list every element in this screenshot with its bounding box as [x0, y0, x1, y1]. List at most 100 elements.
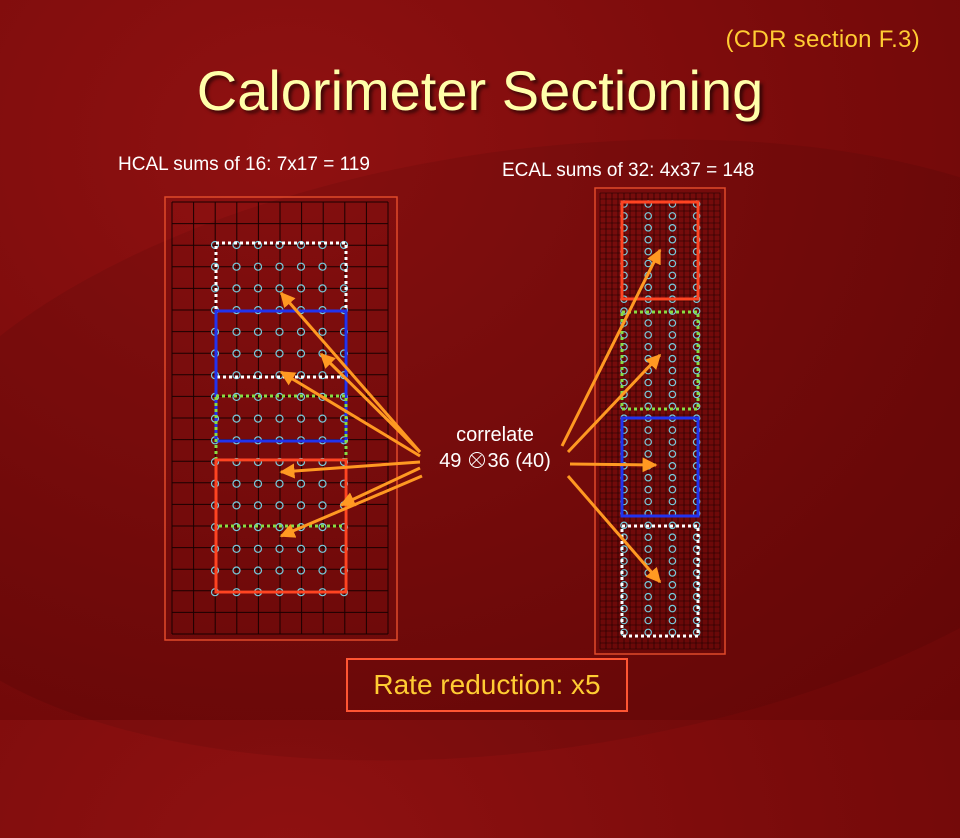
- tower-dot: [668, 378, 677, 387]
- correlation-arrows: [279, 248, 662, 584]
- tower-dot: [668, 247, 677, 256]
- tower-dot: [692, 366, 701, 375]
- tower-dot: [318, 327, 327, 336]
- tower-dot: [620, 366, 628, 375]
- tower-dot: [644, 235, 653, 244]
- tower-dot: [620, 331, 628, 339]
- tower-dot: [644, 450, 653, 458]
- arrow-ecal-1: [560, 248, 662, 447]
- tower-dot: [644, 283, 653, 292]
- calorimeter-diagram: [164, 187, 726, 655]
- tower-dot: [296, 414, 306, 423]
- tower-dot: [668, 569, 677, 577]
- otimes-icon: [469, 452, 486, 468]
- tower-dot: [644, 212, 653, 220]
- tower-dot: [692, 354, 701, 363]
- tower-dot: [644, 224, 653, 232]
- tower-dot: [668, 497, 677, 506]
- tower-dot: [232, 327, 241, 336]
- tower-dot: [296, 371, 306, 380]
- tower-dot: [253, 284, 263, 293]
- tower-dot: [668, 319, 677, 327]
- arrow-hcal-2: [319, 352, 422, 454]
- tower-dot: [692, 378, 701, 387]
- tower-dot: [644, 592, 653, 601]
- tower-dot: [668, 342, 677, 351]
- tower-dot: [668, 533, 677, 542]
- tower-dot: [296, 349, 306, 358]
- correlate-right-value: 36 (40): [487, 450, 551, 472]
- tower-dot: [339, 262, 349, 271]
- ecal-label: ECAL sums of 32: 4x37 = 148: [502, 160, 755, 181]
- tower-dot: [318, 479, 327, 488]
- correlate-left-value: 49: [439, 450, 462, 472]
- tower-dot: [232, 262, 241, 271]
- tower-dot: [692, 342, 701, 351]
- tower-dot: [296, 262, 306, 271]
- cdr-reference: (CDR section F.3): [725, 26, 920, 53]
- tower-dot: [668, 224, 677, 232]
- tower-dot: [668, 461, 677, 470]
- hcal-section-blue: [214, 309, 348, 443]
- tower-dot: [668, 271, 677, 280]
- tower-dot: [644, 616, 653, 625]
- tower-dot: [253, 327, 263, 336]
- arrow-ecal-4: [566, 475, 662, 584]
- tower-dot: [318, 566, 327, 575]
- rate-reduction-box: Rate reduction: x5: [346, 658, 628, 712]
- tower-dot: [644, 604, 653, 613]
- ecal-border: [594, 187, 726, 655]
- tower-dot: [232, 566, 241, 575]
- tower-dot: [668, 331, 677, 339]
- tower-dot: [253, 566, 263, 575]
- tower-dot: [296, 327, 306, 336]
- tower-dot: [296, 479, 306, 488]
- tower-dot: [620, 354, 628, 363]
- tower-dot: [644, 378, 653, 387]
- correlate-title: correlate: [456, 424, 534, 446]
- tower-dot: [296, 284, 306, 293]
- tower-dot: [692, 592, 701, 601]
- tower-dot: [692, 604, 701, 613]
- ecal-section-red: [620, 200, 700, 301]
- tower-dot: [318, 240, 327, 250]
- ecal-section-white: [620, 524, 700, 638]
- tower-dot: [275, 414, 284, 423]
- tower-dot: [644, 331, 653, 339]
- tower-dot: [668, 580, 677, 589]
- tower-dot: [668, 235, 677, 244]
- tower-dot: [668, 366, 677, 375]
- tower-dot: [668, 438, 677, 446]
- tower-dot: [232, 479, 241, 488]
- page-title: Calorimeter Sectioning: [196, 59, 764, 122]
- ecal-panel: [594, 187, 726, 655]
- tower-dot: [644, 497, 653, 506]
- tower-dot: [668, 545, 677, 553]
- tower-dot: [253, 501, 263, 510]
- arrow-hcal-4: [279, 460, 421, 479]
- tower-dot: [253, 262, 263, 271]
- tower-dot: [275, 566, 284, 575]
- tower-dot: [296, 392, 306, 401]
- tower-dot: [668, 426, 677, 434]
- tower-dot: [644, 307, 653, 315]
- tower-dot: [644, 521, 653, 530]
- tower-dot: [620, 342, 628, 351]
- tower-dot: [318, 371, 327, 380]
- ecal-sections: [620, 200, 700, 638]
- tower-dot: [620, 378, 628, 387]
- arrow-hcal-5: [339, 466, 421, 507]
- arrow-hcal-6: [279, 474, 423, 538]
- tower-dot: [644, 473, 653, 482]
- tower-dot: [275, 240, 284, 250]
- tower-dot: [232, 371, 241, 380]
- tower-dot: [253, 371, 263, 380]
- tower-dot: [318, 414, 327, 423]
- tower-dot: [668, 283, 677, 292]
- tower-dot: [644, 557, 653, 565]
- tower-dot: [644, 438, 653, 446]
- tower-dot: [318, 284, 327, 293]
- tower-dot: [668, 354, 677, 363]
- tower-dot: [275, 262, 284, 271]
- tower-dot: [253, 414, 263, 423]
